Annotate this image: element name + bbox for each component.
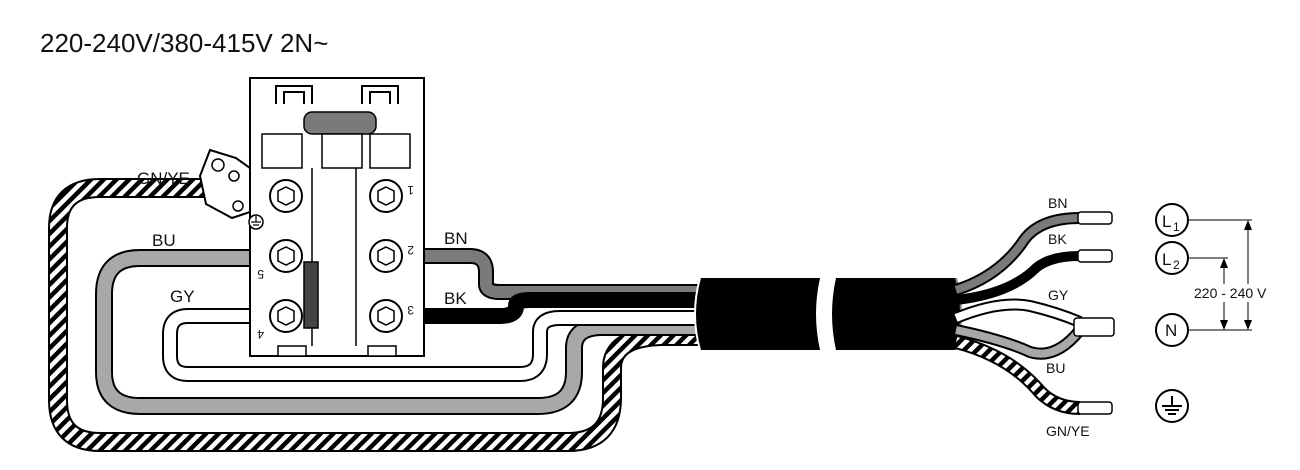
terminal-number-4: 4 — [257, 327, 264, 341]
wire-end-bk — [955, 249, 1113, 305]
label-bk: BK — [444, 289, 467, 308]
wire-end-gnye — [954, 335, 1113, 415]
wire-end-bn — [954, 211, 1113, 296]
supply-l2: L 2 — [1155, 241, 1228, 275]
screw-terminal-icon — [369, 299, 403, 333]
wire-gy — [162, 308, 740, 382]
end-label-gnye: GN/YE — [1046, 423, 1090, 439]
svg-text:L: L — [1162, 212, 1171, 231]
label-gy: GY — [170, 287, 195, 306]
svg-text:1: 1 — [1173, 220, 1180, 234]
terminal-number-5: 5 — [257, 267, 264, 281]
screw-terminal-icon — [269, 299, 303, 333]
wire-bu — [95, 249, 740, 415]
earth-ground-icon — [1155, 389, 1189, 423]
screw-terminal-icon — [369, 179, 403, 213]
end-label-bu: BU — [1046, 360, 1065, 376]
voltage-dimension: 220 - 240 V — [1192, 220, 1276, 330]
label-bu: BU — [152, 231, 176, 250]
earth-ground-icon — [248, 214, 264, 230]
wire-end-gy — [953, 298, 1083, 328]
diagram-title: 220-240V/380-415V 2N~ — [40, 28, 328, 58]
label-bn: BN — [444, 229, 468, 248]
terminal-number-3: 3 — [407, 303, 414, 317]
svg-text:N: N — [1165, 321, 1177, 340]
terminal-number-2: 2 — [407, 243, 414, 257]
wire-bn — [400, 248, 740, 300]
supply-l1: L 1 — [1155, 203, 1252, 237]
end-label-bn: BN — [1048, 195, 1067, 211]
screw-terminal-icon — [369, 239, 403, 273]
screw-terminal-icon — [269, 179, 303, 213]
label-gnye: GN/YE — [137, 169, 190, 188]
cable-sheath — [694, 277, 962, 351]
terminal-block: 1 2 3 4 5 — [198, 77, 425, 357]
terminal-number-1: 1 — [407, 183, 414, 197]
end-label-bk: BK — [1048, 231, 1067, 247]
svg-text:L: L — [1162, 250, 1171, 269]
svg-text:2: 2 — [1173, 258, 1180, 272]
wire-gnye — [48, 178, 740, 452]
supply-n: N — [1155, 313, 1252, 347]
wire-end-bu — [954, 317, 1115, 360]
voltage-label: 220 - 240 V — [1194, 285, 1267, 301]
end-label-gy: GY — [1048, 287, 1069, 303]
screw-terminal-icon — [269, 239, 303, 273]
wire-bk — [400, 292, 740, 324]
